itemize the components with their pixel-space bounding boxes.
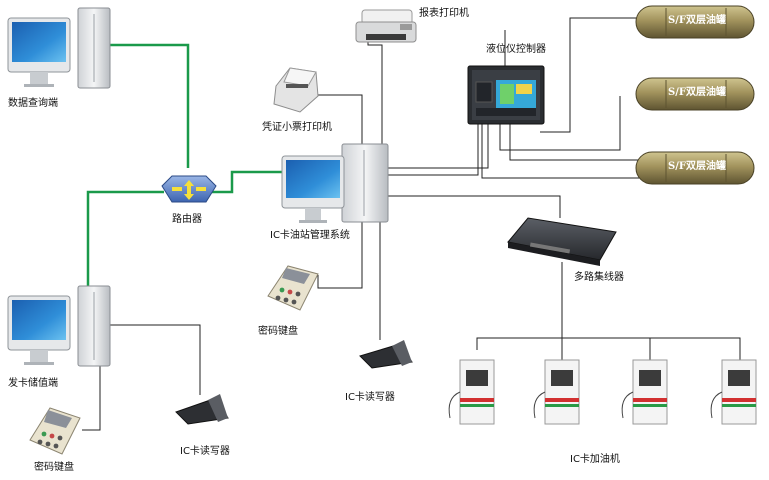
reader-center [359, 340, 413, 369]
reader-left-label: IC卡读写器 [180, 446, 230, 457]
data-query-pc [7, 7, 111, 89]
card-issuer-pc [7, 285, 111, 367]
network-links [86, 43, 282, 290]
multiplexer [507, 217, 617, 266]
pinpad-center-label: 密码键盘 [258, 326, 298, 337]
dispensers-label: IC卡加油机 [570, 454, 620, 465]
card-issuer-label: 发卡储值端 [8, 378, 58, 389]
tank-2 [635, 77, 755, 111]
reader-center-label: IC卡读写器 [345, 392, 395, 403]
ic-system-pc [281, 143, 389, 223]
dispenser-2 [533, 359, 580, 425]
level-controller [467, 65, 545, 125]
router-label: 路由器 [172, 214, 202, 225]
tank-1 [635, 5, 755, 39]
tank-3 [635, 151, 755, 185]
pinpad-center [267, 265, 319, 311]
pinpad-left-label: 密码键盘 [34, 462, 74, 473]
router [161, 175, 217, 203]
multiplexer-label: 多路集线器 [574, 272, 624, 283]
dispenser-3 [621, 359, 668, 425]
data-query-label: 数据查询端 [8, 98, 58, 109]
wire-links [82, 17, 741, 431]
report-printer [355, 9, 417, 43]
tank-3-label: S/F双层油罐 [668, 161, 726, 172]
level-controller-label: 液位仪控制器 [486, 44, 546, 55]
report-printer-label: 报表打印机 [419, 8, 469, 19]
ic-system-label: IC卡油站管理系统 [270, 230, 350, 241]
tank-2-label: S/F双层油罐 [668, 87, 726, 98]
receipt-printer [273, 67, 319, 113]
reader-left [175, 394, 229, 425]
pinpad-left [29, 407, 81, 455]
dispenser-1 [448, 359, 495, 425]
tank-1-label: S/F双层油罐 [668, 15, 726, 26]
dispenser-4 [710, 359, 757, 425]
receipt-printer-label: 凭证小票打印机 [262, 122, 332, 133]
